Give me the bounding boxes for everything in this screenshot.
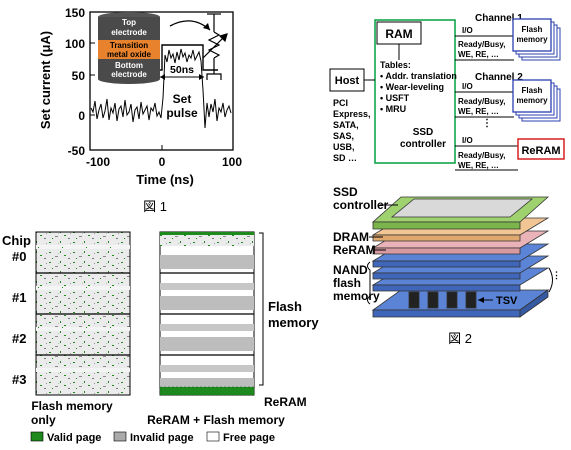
flash-memory-label: Flash xyxy=(522,86,543,95)
set-current-trace xyxy=(90,48,232,129)
flash-memory-brace xyxy=(259,232,264,386)
tables-item: • Wear-leveling xyxy=(380,82,444,92)
top-electrode-label: Top xyxy=(122,18,136,27)
legend-swatch-invalid xyxy=(113,431,127,442)
left-panel-label: Flash memory xyxy=(31,399,113,413)
figure1-caption: 図 1 xyxy=(143,199,167,214)
y-tick-label: 100 xyxy=(65,37,85,51)
interface-label: SAS, xyxy=(333,131,354,141)
flash-memory-box xyxy=(512,79,552,113)
figure2-caption: 図 2 xyxy=(448,331,472,346)
ram-label: RAM xyxy=(385,27,412,41)
x-axis-label: Time (ns) xyxy=(136,172,194,187)
page-legend: Valid page Invalid page Free page xyxy=(30,431,275,444)
y-tick-label: -50 xyxy=(68,144,86,158)
bottom-electrode-label: Bottom xyxy=(115,61,143,70)
x-tick-label: 100 xyxy=(222,155,242,169)
y-tick-label: 50 xyxy=(72,69,86,83)
flash-only-map xyxy=(35,231,131,396)
interface-label: PCI xyxy=(333,98,348,108)
io-label: I/O xyxy=(462,26,473,35)
legend-label: Valid page xyxy=(47,432,101,444)
chip-label-3: #3 xyxy=(12,372,26,387)
pulse-width-label: 50ns xyxy=(170,64,194,76)
set-pulse-label-line2: pulse xyxy=(166,106,198,120)
reram-box xyxy=(517,138,565,160)
stack-reram-label: ReRAM xyxy=(333,243,376,257)
chip-label-0: #0 xyxy=(12,249,26,264)
left-panel-label: only xyxy=(31,413,56,427)
ellipsis: ⋮ xyxy=(552,270,561,280)
interface-label: USB, xyxy=(333,142,355,152)
controller-label: controller xyxy=(400,139,446,150)
ready-busy-label: Ready/Busy, xyxy=(458,151,505,160)
flash-memory-brace-label: Flash xyxy=(268,299,302,314)
interface-label: Express, xyxy=(333,109,371,119)
figure3-page-maps: Chip #0 #1 #2 #3 Flash memory only xyxy=(2,231,319,444)
legend-swatch-valid xyxy=(30,431,44,442)
inset-arrow xyxy=(169,20,211,31)
channel2-label: Channel 2 xyxy=(475,72,523,83)
io-label: I/O xyxy=(462,82,473,91)
transition-oxide-label: Transition xyxy=(110,41,148,50)
stack-controller-label: SSD xyxy=(333,185,358,199)
right-panel-label: ReRAM + Flash memory xyxy=(147,413,285,427)
tables-item: • USFT xyxy=(380,93,410,103)
ellipsis: ⋮ xyxy=(482,118,492,129)
y-tick-label: 150 xyxy=(65,6,85,20)
stack-controller-label: controller xyxy=(333,198,389,212)
host-label: Host xyxy=(335,75,360,87)
chip-label-2: #2 xyxy=(12,331,26,346)
bottom-electrode-label: electrode xyxy=(111,70,147,79)
reram-flash-map xyxy=(159,231,255,396)
tables-title: Tables: xyxy=(380,60,411,70)
legend-label: Invalid page xyxy=(130,432,194,444)
transition-oxide-label: metal oxide xyxy=(107,50,152,59)
stack-nand-label: memory xyxy=(333,289,380,303)
reram-valid-pages xyxy=(160,387,254,395)
controller-label: SSD xyxy=(413,127,434,138)
variable-resistor-symbol xyxy=(202,13,228,80)
tsv-label: TSV xyxy=(496,295,518,307)
stack-nand-label: flash xyxy=(333,276,361,290)
ready-busy-label: Ready/Busy, xyxy=(458,97,505,106)
interface-label: SATA, xyxy=(333,120,359,130)
x-tick-label: -100 xyxy=(86,155,110,169)
flash-memory-label: Flash xyxy=(522,25,543,34)
figure1-chart: Set current (μA) 150 100 50 0 -50 -100 0… xyxy=(38,6,242,214)
reram-cell-inset: Top electrode Transition metal oxide Bot… xyxy=(98,12,160,84)
x-tick-label: 0 xyxy=(159,155,166,169)
chip-header: Chip xyxy=(2,233,31,248)
figure2-diagram: RAM Host Tables: • Addr. translation • W… xyxy=(329,13,565,346)
ready-busy-label: Ready/Busy, xyxy=(458,40,505,49)
flash-memory-label: memory xyxy=(516,35,548,44)
reram-brace-label: ReRAM xyxy=(264,395,307,409)
tables-item: • Addr. translation xyxy=(380,71,457,81)
legend-swatch-free xyxy=(206,431,220,442)
y-axis-label: Set current (μA) xyxy=(38,31,53,129)
y-tick-label: 0 xyxy=(78,109,85,123)
ready-busy-label: WE, RE, … xyxy=(458,161,499,170)
interface-label: SD … xyxy=(333,153,357,163)
ready-busy-label: WE, RE, … xyxy=(458,107,499,116)
top-electrode-label: electrode xyxy=(111,28,147,37)
ready-busy-label: WE, RE, … xyxy=(458,50,499,59)
reram-box-label: ReRAM xyxy=(521,145,560,157)
chip-label-1: #1 xyxy=(12,290,26,305)
tables-item: • MRU xyxy=(380,104,406,114)
flash-memory-label: memory xyxy=(516,96,548,105)
channel1-label: Channel 1 xyxy=(475,13,523,24)
y-axis-label-text: Set current (μA) xyxy=(38,31,53,129)
set-pulse-label-line1: Set xyxy=(173,92,192,106)
chip-stack xyxy=(371,196,550,318)
legend-label: Free page xyxy=(223,432,275,444)
stack-nand-label: NAND xyxy=(333,263,368,277)
flash-memory-brace-label: memory xyxy=(268,315,319,330)
io-label: I/O xyxy=(462,136,473,145)
flash-memory-box xyxy=(512,18,552,52)
stack-dram-label: DRAM xyxy=(333,230,369,244)
